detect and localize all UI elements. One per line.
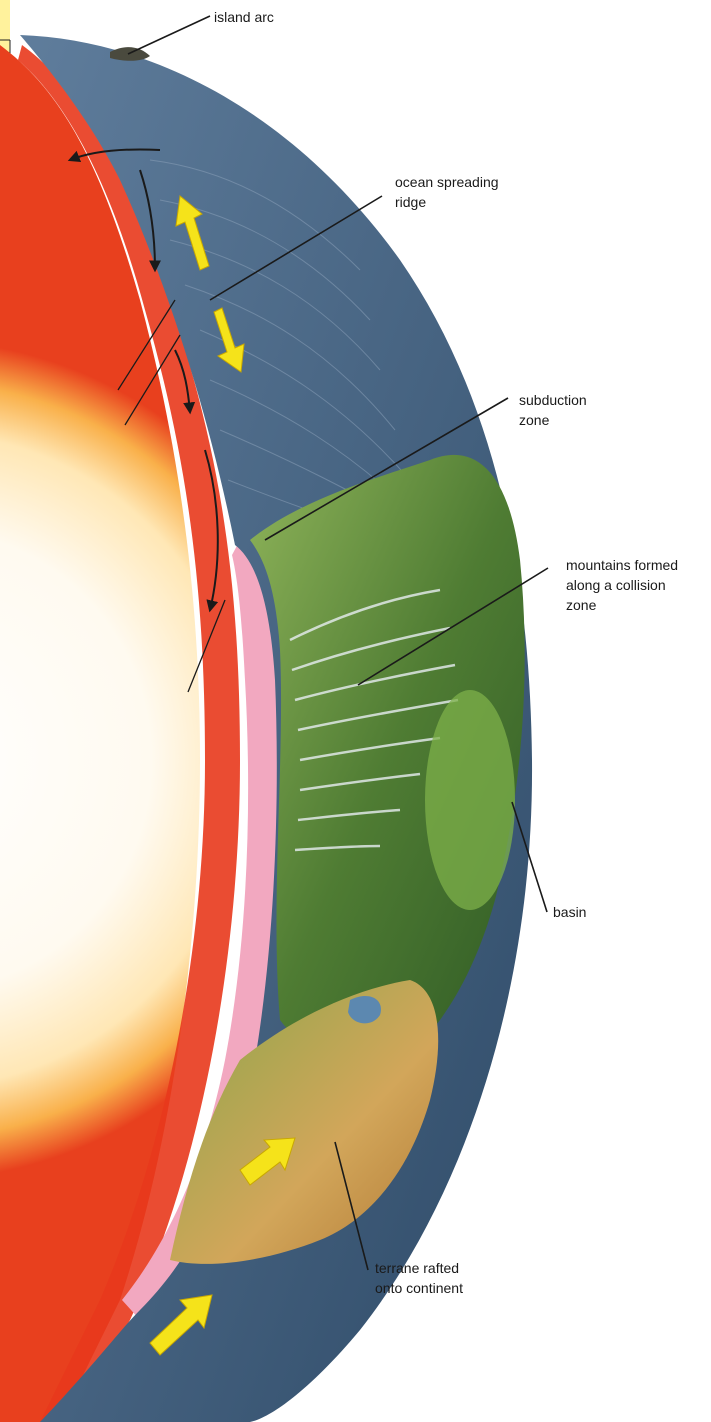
label-mountains-collision-zone: mountains formed along a collision zone	[566, 555, 678, 615]
label-subduction-zone: subduction zone	[519, 390, 587, 430]
label-island-arc: island arc	[214, 7, 274, 27]
label-basin: basin	[553, 902, 586, 922]
label-terrane-rafted: terrane rafted onto continent	[375, 1258, 463, 1298]
basin	[425, 690, 515, 910]
label-ocean-spreading-ridge: ocean spreading ridge	[395, 172, 499, 212]
small-lake	[348, 996, 381, 1023]
